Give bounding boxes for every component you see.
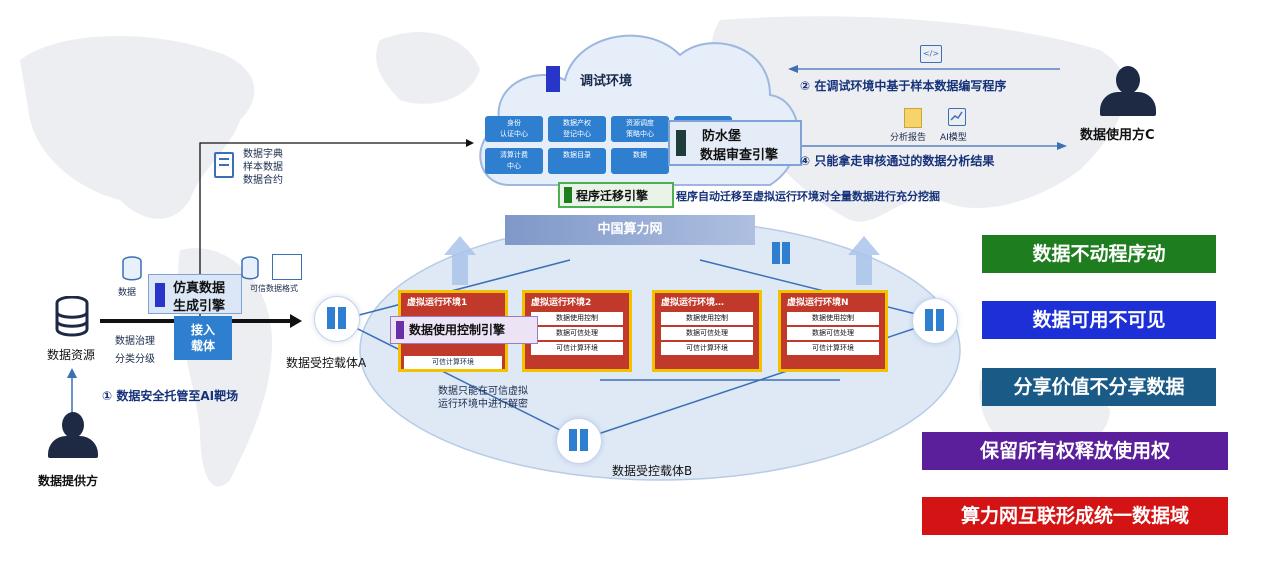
virtual-env-row: 数据可信处理 <box>531 327 623 340</box>
migration-engine-marker <box>564 187 572 203</box>
database-icon <box>55 296 89 337</box>
database-icon <box>241 256 259 280</box>
sim-engine-marker <box>155 283 165 307</box>
dict-label: 数据合约 <box>243 175 283 186</box>
access-carrier-line1: 接入 <box>190 323 215 337</box>
data-small-label: 数据 <box>118 288 137 298</box>
cloud-cell: 数据产权 登记中心 <box>548 116 606 142</box>
analysis-report-label: 分析报告 <box>890 133 927 143</box>
virtual-env-row: 数据使用控制 <box>787 312 879 325</box>
cloud-cell: 身份 认证中心 <box>485 116 543 142</box>
principle-badge: 数据可用不可见 <box>982 301 1216 339</box>
virtual-env-row: 数据使用控制 <box>661 312 753 325</box>
sim-engine-box: 仿真数据 生成引擎 <box>148 274 242 314</box>
user-icon <box>1116 66 1140 94</box>
user-body <box>1100 92 1156 116</box>
carrier-a-label: 数据受控载体A <box>286 356 367 370</box>
usage-control-engine: 数据使用控制引擎 <box>390 316 538 344</box>
principle-badge: 分享价值不分享数据 <box>982 368 1216 406</box>
provider-body <box>48 436 98 458</box>
dict-label: 数据字典 <box>243 149 283 160</box>
review-engine-subtitle: 数据审查引擎 <box>700 148 779 163</box>
virtual-env-title: 虚拟运行环境… <box>661 298 725 308</box>
cloud-cell: 数据目录 <box>548 148 606 174</box>
virtual-env-3: 虚拟运行环境… 数据使用控制 数据可信处理 可信计算环境 <box>652 290 762 372</box>
virtual-env-title: 虚拟运行环境1 <box>407 298 468 308</box>
usage-control-marker <box>396 321 404 339</box>
server-icon <box>770 240 792 266</box>
trusted-format-icon <box>272 254 302 280</box>
migration-engine: 程序迁移引擎 <box>558 182 674 208</box>
virtual-env-row: 数据可信处理 <box>661 327 753 340</box>
decrypt-note: 运行环境中进行解密 <box>438 399 528 410</box>
chart-icon <box>948 108 966 126</box>
trusted-format-label: 可信数据格式 <box>250 284 298 293</box>
access-carrier: 接入 载体 <box>174 316 232 360</box>
virtual-env-row: 可信计算环境 <box>404 356 502 369</box>
principle-badge: 数据不动程序动 <box>982 235 1216 273</box>
review-engine-box: 防水堡 数据审查引擎 <box>668 120 802 166</box>
migration-engine-label: 程序迁移引擎 <box>576 189 649 203</box>
step2-text: ② 在调试环境中基于样本数据编写程序 <box>800 79 1007 93</box>
sim-engine-title: 仿真数据 <box>173 281 226 296</box>
cloud-cell: 资源调度 策略中心 <box>611 116 669 142</box>
cloud-cell: 清算计费 中心 <box>485 148 543 174</box>
database-icon <box>122 256 142 281</box>
governance-label: 分类分级 <box>115 354 155 365</box>
cloud-title: 调试环境 <box>580 74 633 89</box>
ai-model-label: AI模型 <box>940 133 967 143</box>
user-icon <box>62 412 84 438</box>
compute-network-bar: 中国算力网 <box>505 215 755 245</box>
virtual-env-n: 虚拟运行环境N 数据使用控制 数据可信处理 可信计算环境 <box>778 290 888 372</box>
virtual-env-title: 虚拟运行环境2 <box>531 298 592 308</box>
server-icon <box>556 418 602 464</box>
cloud-cell: 数据 <box>611 148 669 174</box>
principle-badge: 保留所有权释放使用权 <box>922 432 1228 470</box>
virtual-env-row: 可信计算环境 <box>787 342 879 355</box>
server-icon <box>912 298 958 344</box>
review-engine-marker <box>676 130 686 156</box>
governance-label: 数据治理 <box>115 336 155 347</box>
access-carrier-line2: 载体 <box>190 339 215 353</box>
code-icon: </> <box>920 45 942 63</box>
principle-badge: 算力网互联形成统一数据域 <box>922 497 1228 535</box>
user-c-label: 数据使用方C <box>1080 128 1155 143</box>
decrypt-note: 数据只能在可信虚拟 <box>438 386 528 397</box>
virtual-env-row: 数据使用控制 <box>531 312 623 325</box>
carrier-b-label: 数据受控载体B <box>612 464 693 478</box>
migration-description: 程序自动迁移至虚拟运行环境对全量数据进行充分挖掘 <box>676 190 940 203</box>
virtual-env-title: 虚拟运行环境N <box>787 298 849 308</box>
provider-label: 数据提供方 <box>38 474 99 488</box>
review-engine-title: 防水堡 <box>702 129 742 144</box>
sim-engine-subtitle: 生成引擎 <box>173 299 226 314</box>
usage-control-label: 数据使用控制引擎 <box>409 323 506 337</box>
document-icon <box>214 152 234 178</box>
virtual-env-2: 虚拟运行环境2 数据使用控制 数据可信处理 可信计算环境 <box>522 290 632 372</box>
virtual-env-row: 可信计算环境 <box>531 342 623 355</box>
cloud-title-marker <box>546 66 560 92</box>
virtual-env-row: 数据可信处理 <box>787 327 879 340</box>
server-icon <box>314 296 360 342</box>
report-icon <box>904 108 922 128</box>
dict-label: 样本数据 <box>243 162 283 173</box>
virtual-env-row: 可信计算环境 <box>661 342 753 355</box>
data-source-label: 数据资源 <box>47 348 96 362</box>
step1-text: ① 数据安全托管至AI靶场 <box>102 389 239 403</box>
step4-text: ④ 只能拿走审核通过的数据分析结果 <box>800 154 995 168</box>
